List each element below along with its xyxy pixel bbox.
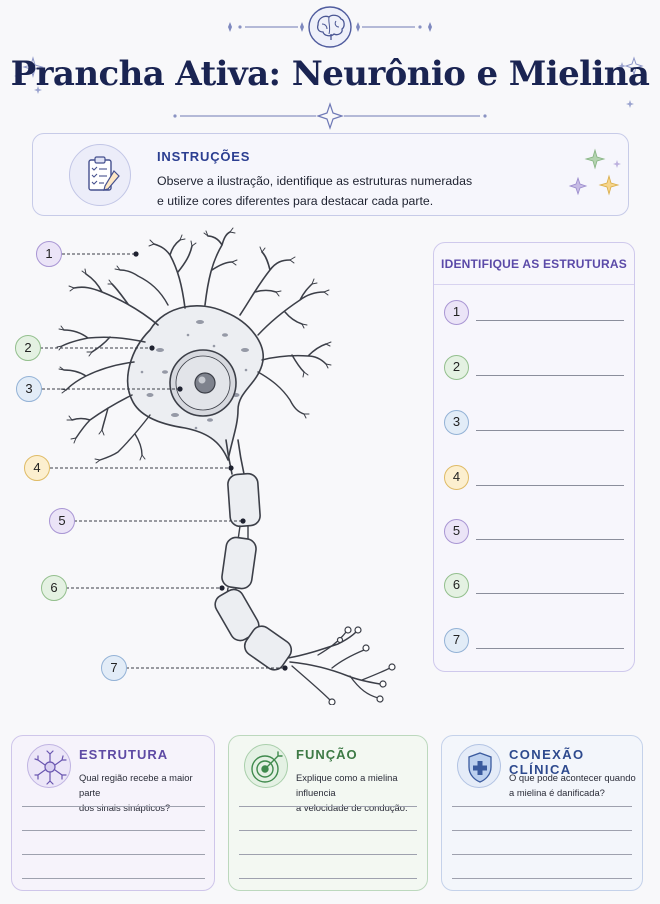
card-estrutura-q-line-1: Qual região recebe a maior parte bbox=[79, 772, 193, 798]
callout-3: 3 bbox=[16, 376, 42, 402]
answer-line[interactable] bbox=[239, 878, 417, 879]
answer-line[interactable] bbox=[239, 830, 417, 831]
instructions-line-1: Observe a ilustração, identifique as est… bbox=[157, 174, 473, 188]
card-funcao-q-line-2: a velocidade de condução. bbox=[296, 802, 408, 813]
clipboard-checklist-icon bbox=[69, 144, 131, 206]
instructions-text: Observe a ilustração, identifique as est… bbox=[157, 171, 497, 211]
instructions-title: INSTRUÇÕES bbox=[157, 149, 251, 164]
answer-line[interactable] bbox=[22, 806, 205, 807]
medical-shield-icon bbox=[457, 744, 501, 788]
answer-row-3[interactable]: 3 bbox=[444, 410, 629, 436]
answer-line[interactable] bbox=[22, 878, 205, 879]
callout-5: 5 bbox=[49, 508, 75, 534]
answer-number: 7 bbox=[444, 628, 469, 653]
answer-line[interactable] bbox=[476, 539, 624, 540]
answer-line[interactable] bbox=[476, 485, 624, 486]
header: Prancha Ativa: Neurônio e Mielina bbox=[0, 0, 660, 130]
target-icon bbox=[244, 744, 288, 788]
answer-number: 5 bbox=[444, 519, 469, 544]
answer-line[interactable] bbox=[476, 648, 624, 649]
identify-panel: IDENTIFIQUE AS ESTRUTURAS 1 2 3 4 5 6 7 bbox=[433, 242, 635, 672]
answer-line[interactable] bbox=[476, 375, 624, 376]
answer-line[interactable] bbox=[452, 830, 632, 831]
answer-row-2[interactable]: 2 bbox=[444, 355, 629, 381]
answer-line[interactable] bbox=[452, 878, 632, 879]
neuron-icon bbox=[27, 744, 71, 788]
brain-icon bbox=[308, 6, 352, 48]
card-funcao-q-line-1: Explique como a mielina influencia bbox=[296, 772, 398, 798]
answer-line[interactable] bbox=[239, 854, 417, 855]
card-funcao-question: Explique como a mielina influencia a vel… bbox=[296, 770, 428, 815]
card-funcao-title: FUNÇÃO bbox=[296, 747, 358, 762]
identify-title: IDENTIFIQUE AS ESTRUTURAS bbox=[441, 257, 627, 271]
answer-number: 1 bbox=[444, 300, 469, 325]
card-estrutura: ESTRUTURA Qual região recebe a maior par… bbox=[11, 735, 215, 891]
answer-row-5[interactable]: 5 bbox=[444, 519, 629, 545]
answer-line[interactable] bbox=[22, 830, 205, 831]
card-conexao-clinica: CONEXÃO CLÍNICA O que pode acontecer qua… bbox=[441, 735, 643, 891]
answer-line[interactable] bbox=[476, 593, 624, 594]
answer-row-7[interactable]: 7 bbox=[444, 628, 629, 654]
answer-number: 3 bbox=[444, 410, 469, 435]
answer-line[interactable] bbox=[239, 806, 417, 807]
callout-7: 7 bbox=[101, 655, 127, 681]
answer-number: 2 bbox=[444, 355, 469, 380]
answer-line[interactable] bbox=[452, 854, 632, 855]
answer-number: 4 bbox=[444, 465, 469, 490]
answer-row-4[interactable]: 4 bbox=[444, 465, 629, 491]
card-clinica-q-line-2: a mielina é danificada? bbox=[509, 787, 605, 798]
identify-header: IDENTIFIQUE AS ESTRUTURAS bbox=[434, 243, 634, 285]
callout-2: 2 bbox=[15, 335, 41, 361]
card-estrutura-q-line-2: dos sinais sinápticos? bbox=[79, 802, 171, 813]
card-estrutura-title: ESTRUTURA bbox=[79, 747, 169, 762]
instructions-line-2: e utilize cores diferentes para destacar… bbox=[157, 194, 434, 208]
answer-line[interactable] bbox=[452, 806, 632, 807]
answer-line[interactable] bbox=[476, 430, 624, 431]
neuron-illustration bbox=[40, 227, 396, 705]
answer-line[interactable] bbox=[476, 320, 624, 321]
sparkles-decoration bbox=[568, 148, 621, 196]
card-funcao: FUNÇÃO Explique como a mielina influenci… bbox=[228, 735, 428, 891]
answer-number: 6 bbox=[444, 573, 469, 598]
callout-6: 6 bbox=[41, 575, 67, 601]
answer-row-1[interactable]: 1 bbox=[444, 300, 629, 326]
page-title: Prancha Ativa: Neurônio e Mielina bbox=[10, 54, 650, 94]
header-ornament bbox=[14, 22, 644, 130]
card-clinica-title: CONEXÃO CLÍNICA bbox=[509, 747, 585, 777]
instructions-box: INSTRUÇÕES Observe a ilustração, identif… bbox=[32, 133, 629, 216]
answer-row-6[interactable]: 6 bbox=[444, 573, 629, 599]
card-clinica-q-line-1: O que pode acontecer quando bbox=[509, 772, 636, 783]
callout-4: 4 bbox=[24, 455, 50, 481]
card-estrutura-question: Qual região recebe a maior parte dos sin… bbox=[79, 770, 211, 815]
card-clinica-question: O que pode acontecer quando a mielina é … bbox=[509, 770, 641, 800]
answer-line[interactable] bbox=[22, 854, 205, 855]
callout-1: 1 bbox=[36, 241, 62, 267]
